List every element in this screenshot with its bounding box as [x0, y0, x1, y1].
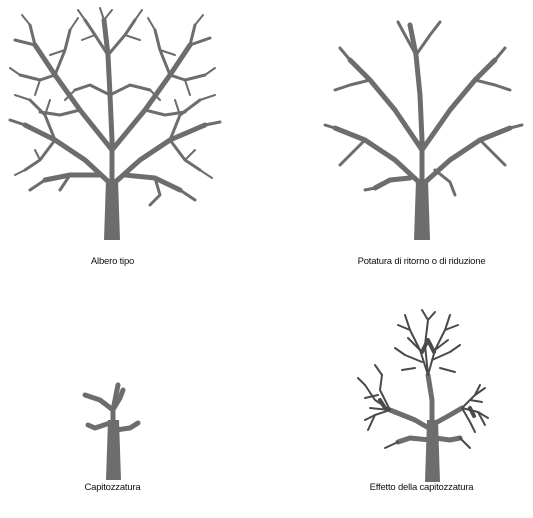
reduction-pruned-tree-illustration [310, 0, 533, 260]
caption-effetto-capitozzatura: Effetto della capitozzatura [310, 482, 533, 493]
panel-effetto-capitozzatura: Effetto della capitozzatura [310, 290, 533, 518]
panel-potatura-ritorno: Potatura di ritorno o di riduzione [310, 0, 533, 280]
caption-albero-tipo: Albero tipo [0, 256, 225, 267]
caption-potatura-ritorno: Potatura di ritorno o di riduzione [310, 256, 533, 267]
topped-tree-illustration [0, 290, 225, 490]
panel-capitozzatura: Capitozzatura [0, 290, 225, 518]
topping-effect-tree-illustration [310, 290, 533, 490]
caption-capitozzatura: Capitozzatura [0, 482, 225, 493]
full-tree-illustration [0, 0, 225, 260]
panel-albero-tipo: Albero tipo [0, 0, 225, 280]
